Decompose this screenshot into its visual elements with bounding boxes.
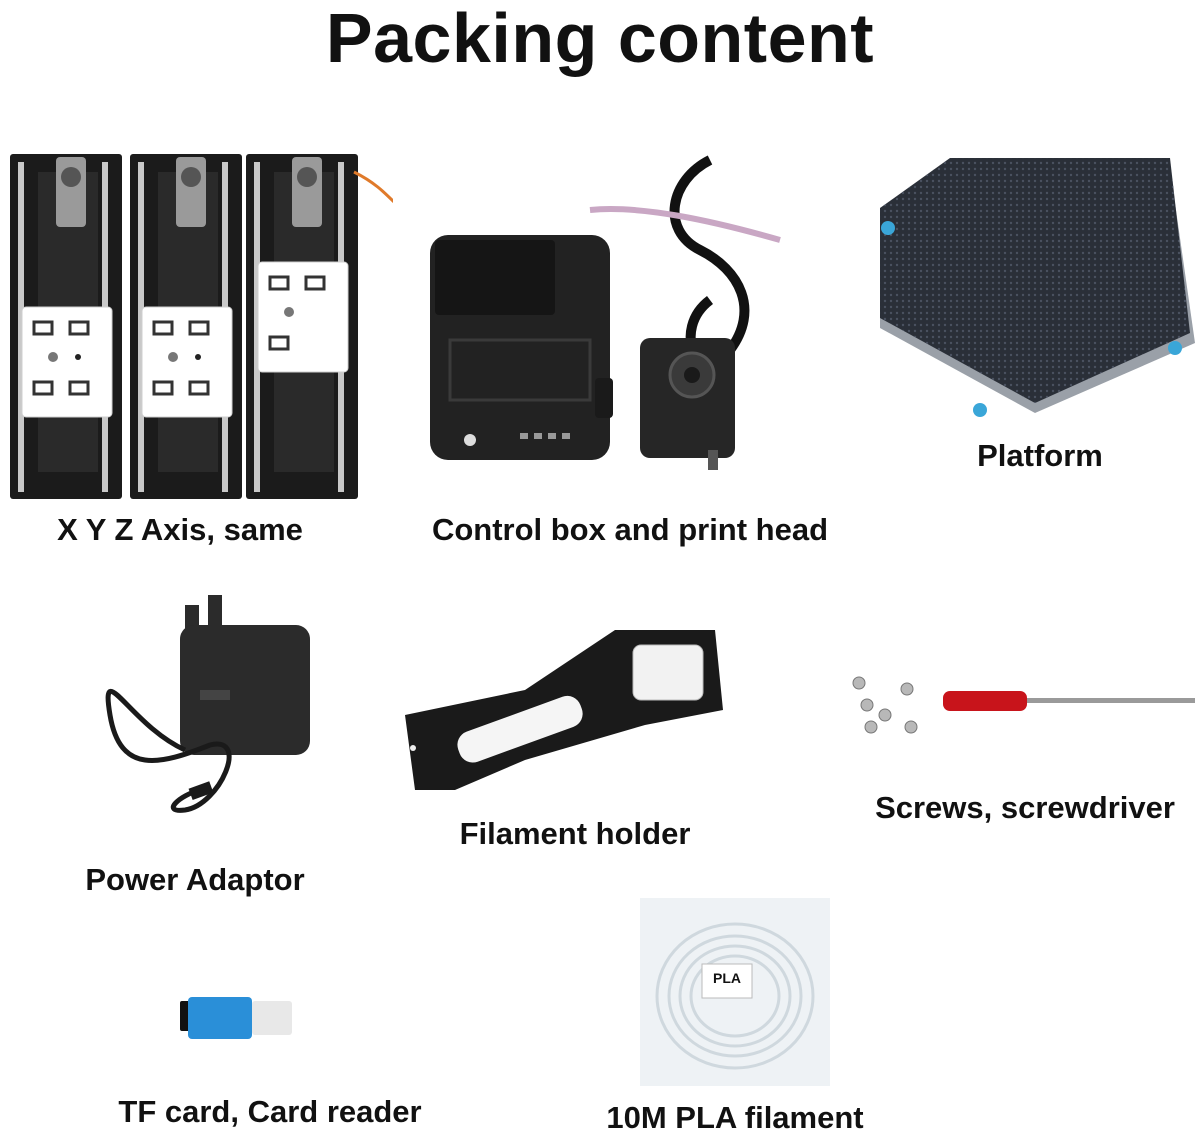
card-reader-icon bbox=[180, 997, 292, 1039]
linear-axis-modules-icon bbox=[10, 152, 393, 501]
screws-screwdriver-icon bbox=[852, 676, 1195, 734]
print-platform-icon bbox=[880, 158, 1195, 417]
screws-label: Screws, screwdriver bbox=[875, 790, 1175, 825]
platform-image bbox=[870, 148, 1200, 438]
pla-tag: PLA bbox=[713, 970, 741, 986]
pla-filament-image: PLA bbox=[640, 898, 830, 1086]
power-adaptor-image bbox=[90, 595, 320, 860]
screws-image bbox=[845, 665, 1200, 750]
page-title: Packing content bbox=[325, 0, 875, 77]
pla-filament-label: 10M PLA filament bbox=[606, 1100, 864, 1135]
control-box-print-head-icon bbox=[430, 155, 781, 470]
axis-modules-image bbox=[8, 132, 393, 504]
filament-holder-image bbox=[395, 620, 725, 800]
pla-filament-coil-icon bbox=[640, 898, 830, 1086]
axis-label: X Y Z Axis, same bbox=[57, 512, 303, 547]
control-box-label: Control box and print head bbox=[431, 512, 829, 547]
card-reader-label: TF card, Card reader bbox=[118, 1094, 422, 1129]
platform-label: Platform bbox=[977, 438, 1103, 473]
filament-holder-icon bbox=[405, 630, 723, 790]
power-adaptor-icon bbox=[105, 595, 310, 813]
control-box-image bbox=[410, 150, 850, 490]
filament-holder-label: Filament holder bbox=[459, 816, 691, 851]
card-reader-image bbox=[178, 995, 298, 1045]
power-adaptor-label: Power Adaptor bbox=[85, 862, 305, 897]
